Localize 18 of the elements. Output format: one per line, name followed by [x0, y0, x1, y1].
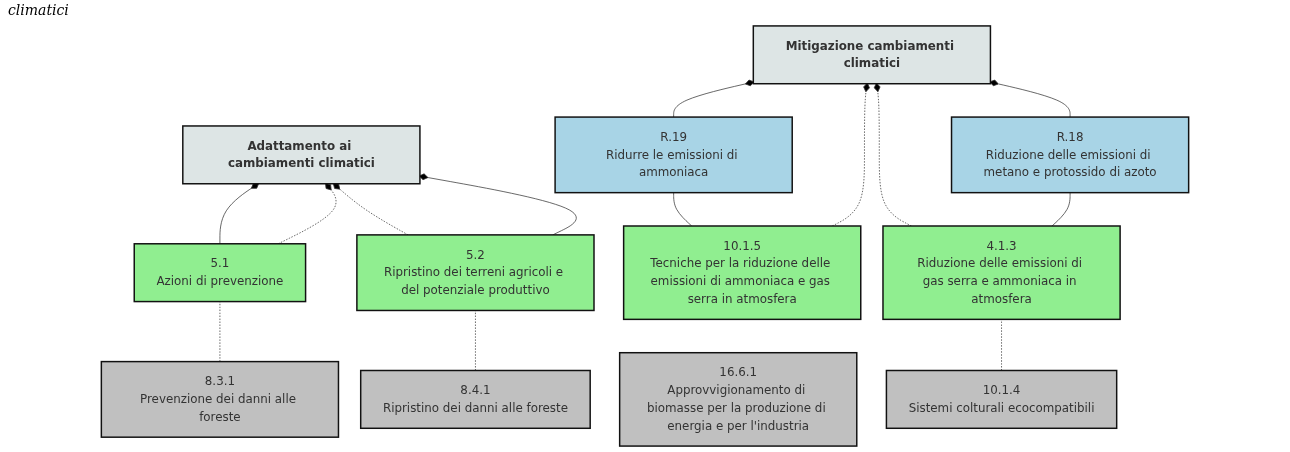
node-box: R.19 Ridurre le emissioni di ammoniaca [554, 116, 793, 194]
connector [1051, 192, 1071, 227]
node-box: Mitigazione cambiamenti climatici [752, 25, 992, 85]
node-box: R.18 Riduzione delle emissioni di metano e protossido di azoto [950, 116, 1190, 194]
node-box: 10.1.5 Tecniche per la riduzione delle emissioni di ammoniaca e gas serra in atmosfera [622, 225, 862, 321]
node-box: 8.3.1 Prevenzione dei danni alle foreste [100, 360, 340, 438]
caption-fragment: climatici [8, 2, 69, 18]
connector [1001, 319, 1002, 371]
node-box: 4.1.3 Riduzione delle emissioni di gas serra e ammoniaca in atmosfera [882, 225, 1121, 321]
node-box: 5.2 Ripristino dei terreni agricoli e del potenziale produttivo [356, 234, 595, 312]
node-box: 8.4.1 Ripristino dei danni alle foreste [359, 369, 591, 430]
node-box: 10.1.4 Sistemi colturali ecocompatibili [885, 369, 1118, 430]
connector [219, 301, 221, 362]
connector [475, 310, 476, 371]
node-box: Adattamento ai cambiamenti climatici [182, 125, 421, 185]
connector [673, 192, 693, 227]
node-box: 5.1 Azioni di prevenzione [133, 243, 307, 303]
node-box: 16.6.1 Approvvigionamento di biomasse per la produzione di energia e per l'industria [618, 351, 858, 447]
